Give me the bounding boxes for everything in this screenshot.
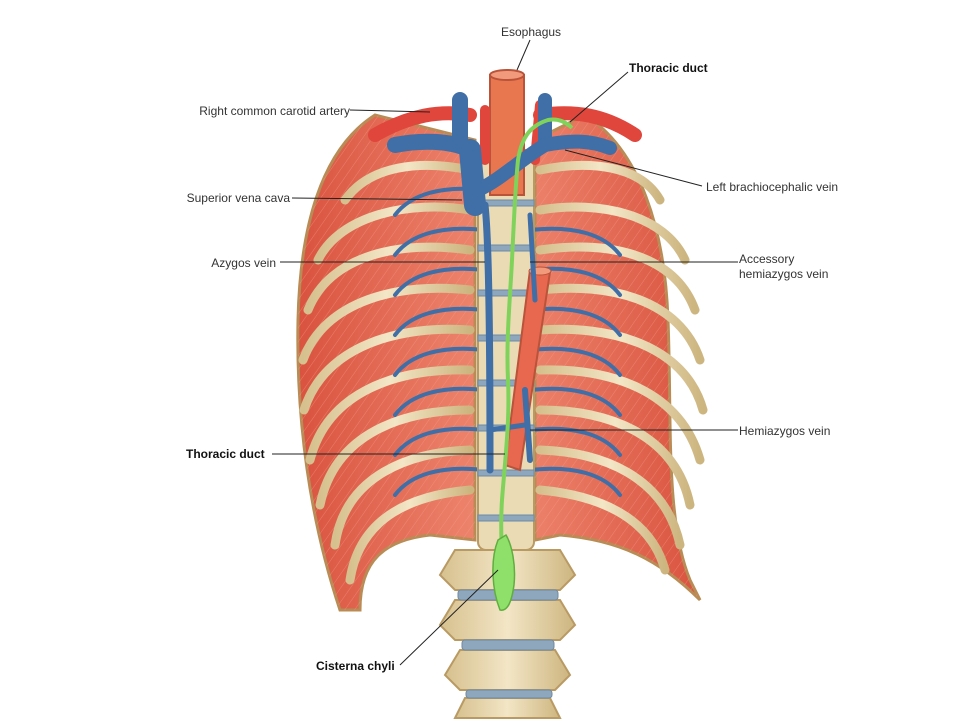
ribs-left bbox=[298, 160, 475, 585]
label-thoracic-duct-top: Thoracic duct bbox=[629, 61, 708, 75]
label-cisterna-chyli: Cisterna chyli bbox=[316, 659, 395, 673]
label-superior-vena-cava: Superior vena cava bbox=[186, 191, 290, 205]
thoracic-duct bbox=[499, 117, 574, 601]
label-right-common-carotid-artery: Right common carotid artery bbox=[199, 104, 350, 118]
label-thoracic-duct-left: Thoracic duct bbox=[186, 447, 265, 461]
ribs-right bbox=[535, 161, 708, 575]
label-azygos-vein: Azygos vein bbox=[211, 256, 276, 270]
label-esophagus: Esophagus bbox=[501, 25, 562, 39]
leader-lines bbox=[272, 39, 738, 666]
label-accessory-hemiazygos-line1: Accessory bbox=[739, 252, 795, 266]
cisterna-chyli-shape bbox=[492, 533, 516, 611]
label-hemiazygos-vein: Hemiazygos vein bbox=[739, 424, 831, 438]
label-accessory-hemiazygos-line2: hemiazygos vein bbox=[739, 267, 829, 281]
label-left-brachiocephalic-vein: Left brachiocephalic vein bbox=[706, 180, 839, 194]
